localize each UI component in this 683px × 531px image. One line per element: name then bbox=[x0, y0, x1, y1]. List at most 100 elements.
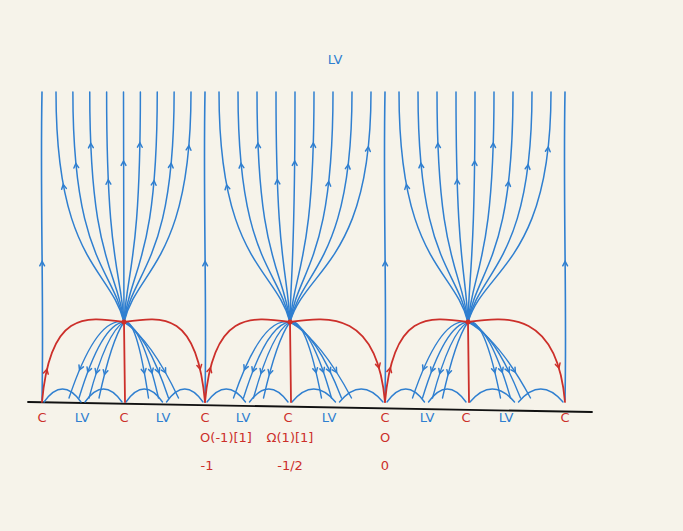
flow-arc bbox=[44, 389, 81, 402]
flow-line bbox=[264, 322, 291, 398]
arrow-head bbox=[313, 368, 318, 373]
arrow-head bbox=[79, 365, 83, 370]
separatrix-line bbox=[124, 322, 125, 402]
arrow-head bbox=[89, 143, 94, 147]
math-label: -1/2 bbox=[276, 458, 304, 473]
arrow-head bbox=[492, 368, 497, 373]
math-label: O(-1)[1] bbox=[199, 430, 253, 445]
arrow-head bbox=[207, 368, 212, 373]
arrow-head bbox=[447, 370, 452, 375]
flow-line bbox=[456, 92, 468, 322]
flow-line bbox=[124, 92, 191, 322]
flow-line bbox=[468, 92, 551, 322]
arrow-head bbox=[168, 163, 173, 168]
math-label: O bbox=[379, 430, 391, 445]
math-label: C bbox=[379, 410, 390, 425]
flow-line bbox=[107, 92, 124, 322]
flow-line bbox=[443, 322, 469, 398]
arrow-head bbox=[506, 182, 511, 187]
math-label: C bbox=[36, 410, 47, 425]
arrow-head bbox=[436, 143, 441, 147]
arrow-head bbox=[505, 367, 509, 372]
flow-line bbox=[204, 92, 205, 400]
math-label: LV bbox=[419, 410, 436, 425]
flow-line bbox=[290, 92, 314, 322]
math-label: C bbox=[282, 410, 293, 425]
arrow-head bbox=[366, 147, 371, 152]
arrow-head bbox=[260, 368, 265, 373]
arrow-head bbox=[268, 370, 273, 375]
flow-arc bbox=[126, 389, 163, 402]
flow-arc bbox=[519, 389, 564, 402]
flow-line bbox=[238, 92, 290, 322]
arrow-head bbox=[320, 367, 325, 372]
arrow-head bbox=[106, 180, 111, 184]
flow-line bbox=[413, 322, 469, 398]
math-label: LV bbox=[327, 52, 344, 67]
arrow-head bbox=[376, 363, 381, 368]
flow-line bbox=[290, 92, 371, 322]
critical-point bbox=[466, 320, 471, 325]
flow-line bbox=[437, 92, 468, 322]
arrow-head bbox=[555, 363, 560, 368]
arrow-head bbox=[383, 261, 388, 265]
arrow-head bbox=[149, 368, 154, 373]
flow-line bbox=[468, 92, 494, 322]
flow-line bbox=[290, 322, 352, 398]
flow-line bbox=[290, 92, 295, 322]
arrow-head bbox=[423, 365, 427, 370]
arrow-head bbox=[62, 184, 67, 189]
flow-line bbox=[399, 92, 468, 322]
arrow-head bbox=[455, 180, 460, 184]
flow-line bbox=[384, 92, 385, 400]
arrow-head bbox=[141, 369, 146, 374]
flow-line bbox=[99, 322, 124, 398]
arrow-head bbox=[239, 164, 244, 169]
math-label: Ω(1)[1] bbox=[266, 430, 315, 445]
flow-line bbox=[79, 322, 124, 398]
flow-arc bbox=[167, 389, 204, 402]
math-label: LV bbox=[498, 410, 515, 425]
arrow-head bbox=[95, 369, 100, 374]
math-label: LV bbox=[235, 410, 252, 425]
arrow-head bbox=[197, 364, 202, 369]
arrow-head bbox=[311, 143, 316, 147]
separatrix-line bbox=[468, 322, 469, 402]
flow-line bbox=[124, 92, 174, 322]
separatrix-line bbox=[290, 322, 291, 402]
flow-line bbox=[234, 322, 291, 398]
flow-line bbox=[290, 322, 332, 398]
flow-line bbox=[433, 322, 469, 398]
flow-line bbox=[219, 92, 290, 322]
arrow-head bbox=[511, 367, 515, 372]
flow-line bbox=[73, 92, 124, 322]
arrow-head bbox=[405, 185, 410, 190]
arrow-head bbox=[44, 369, 49, 374]
flow-arc bbox=[340, 389, 384, 402]
math-label: -1 bbox=[200, 458, 215, 473]
flow-line bbox=[124, 322, 179, 398]
flow-arc bbox=[207, 389, 246, 402]
flow-line bbox=[124, 322, 169, 398]
separatrix-arc bbox=[42, 319, 205, 402]
flow-line bbox=[41, 92, 42, 400]
arrow-head bbox=[545, 147, 550, 152]
arrow-head bbox=[326, 367, 330, 372]
math-label: 0 bbox=[380, 458, 390, 473]
arrow-head bbox=[121, 161, 126, 165]
flow-line bbox=[468, 322, 511, 398]
flow-arc bbox=[429, 389, 467, 402]
arrow-head bbox=[275, 180, 280, 184]
arrow-head bbox=[419, 163, 424, 168]
flow-line bbox=[418, 92, 468, 322]
arrow-head bbox=[439, 369, 444, 374]
arrow-head bbox=[472, 161, 477, 165]
math-label: LV bbox=[155, 410, 172, 425]
arrow-head bbox=[345, 165, 350, 170]
arrow-head bbox=[491, 143, 496, 147]
arrow-head bbox=[186, 146, 191, 151]
arrow-head bbox=[137, 143, 142, 147]
arrow-head bbox=[74, 163, 79, 168]
flow-arc bbox=[387, 389, 425, 402]
